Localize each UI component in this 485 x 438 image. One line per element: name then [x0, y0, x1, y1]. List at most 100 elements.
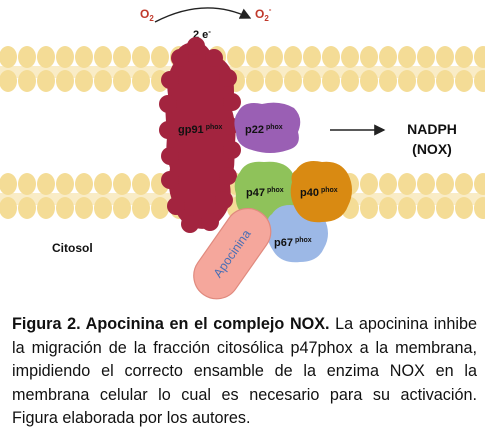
- lipid-head: [0, 70, 17, 92]
- gp91-bump: [159, 95, 177, 113]
- lipid-head: [398, 70, 416, 92]
- electron-transfer-reaction: O2 2 e- O2-: [140, 5, 272, 41]
- caption-body: La apocinina inhibe la migración de la f…: [12, 315, 477, 427]
- lipid-head: [56, 197, 74, 219]
- lipid-head: [37, 173, 55, 195]
- gp91-bump: [223, 93, 241, 111]
- lipid-head: [151, 197, 169, 219]
- apocinina-shape: [193, 207, 272, 300]
- figure-caption: Figura 2. Apocinina en el complejo NOX. …: [12, 313, 477, 431]
- gp91-bump: [215, 191, 233, 209]
- lipid-head: [132, 197, 150, 219]
- gp91-shape: [165, 41, 236, 229]
- lipid-head: [455, 197, 473, 219]
- gp91-bump: [181, 215, 199, 233]
- lipid-head: [246, 70, 264, 92]
- gp91-bump: [161, 171, 179, 189]
- lipid-head: [474, 173, 485, 195]
- lipid-head: [303, 46, 321, 68]
- lipid-head: [18, 173, 36, 195]
- lipid-head: [75, 197, 93, 219]
- lipid-head: [94, 173, 112, 195]
- lipid-head: [18, 197, 36, 219]
- lipid-head: [379, 70, 397, 92]
- lipid-head: [474, 70, 485, 92]
- substrate-label: O2: [140, 7, 154, 23]
- lipid-head: [113, 173, 131, 195]
- reaction-arrow: [154, 7, 252, 23]
- lipid-head: [417, 197, 435, 219]
- apocinina-molecule: Apocinina: [193, 207, 272, 300]
- lipid-head: [398, 173, 416, 195]
- lipid-head: [455, 70, 473, 92]
- lipid-head: [18, 70, 36, 92]
- lipid-head: [322, 70, 340, 92]
- lipid-head: [436, 197, 454, 219]
- p40-shape: [290, 161, 352, 223]
- lipid-head: [75, 173, 93, 195]
- gp91-bump: [159, 121, 177, 139]
- lipid-head: [94, 46, 112, 68]
- lipid-head: [18, 46, 36, 68]
- lipid-head: [94, 70, 112, 92]
- lipid-head: [455, 173, 473, 195]
- gp91-bump: [187, 37, 205, 55]
- lipid-head: [0, 46, 17, 68]
- lipid-head: [379, 46, 397, 68]
- gp91-bump: [219, 167, 237, 185]
- lipid-head: [284, 46, 302, 68]
- lipid-head: [265, 46, 283, 68]
- lipid-head: [341, 70, 359, 92]
- lipid-head: [360, 46, 378, 68]
- gp91-bump: [223, 141, 241, 159]
- gp91-bump: [171, 49, 189, 67]
- lipid-head: [0, 173, 17, 195]
- nox-label: (NOX): [412, 141, 452, 157]
- lipid-head: [303, 70, 321, 92]
- gp91-bump: [201, 213, 219, 231]
- nadph-label: NADPH: [407, 121, 457, 137]
- lipid-head: [398, 197, 416, 219]
- cytosol-label: Citosol: [52, 241, 93, 255]
- lipid-head: [37, 46, 55, 68]
- lipid-head: [37, 197, 55, 219]
- lipid-head: [56, 46, 74, 68]
- lipid-head: [436, 173, 454, 195]
- lipid-head: [474, 197, 485, 219]
- lipid-head: [56, 173, 74, 195]
- lipid-head: [455, 46, 473, 68]
- lipid-head: [75, 70, 93, 92]
- p22-shape: [234, 102, 301, 153]
- lipid-head: [398, 46, 416, 68]
- lipid-head: [379, 173, 397, 195]
- lipid-head: [132, 70, 150, 92]
- lipid-head: [151, 46, 169, 68]
- lipid-head: [113, 46, 131, 68]
- product-label: O2-: [255, 5, 272, 23]
- lipid-head: [322, 46, 340, 68]
- lipid-head: [436, 70, 454, 92]
- lipid-head: [246, 46, 264, 68]
- lipid-head: [0, 197, 17, 219]
- lipid-head: [132, 46, 150, 68]
- lipid-head: [56, 70, 74, 92]
- lipid-head: [265, 70, 283, 92]
- lipid-head: [360, 173, 378, 195]
- lipid-head: [284, 70, 302, 92]
- lipid-head: [227, 46, 245, 68]
- lipid-head: [436, 46, 454, 68]
- lipid-head: [341, 46, 359, 68]
- lipid-head: [417, 173, 435, 195]
- lipid-head: [379, 197, 397, 219]
- gp91-bump: [161, 147, 179, 165]
- gp91-bump: [161, 71, 179, 89]
- lipid-head: [75, 46, 93, 68]
- caption-title: Figura 2. Apocinina en el complejo NOX.: [12, 315, 330, 333]
